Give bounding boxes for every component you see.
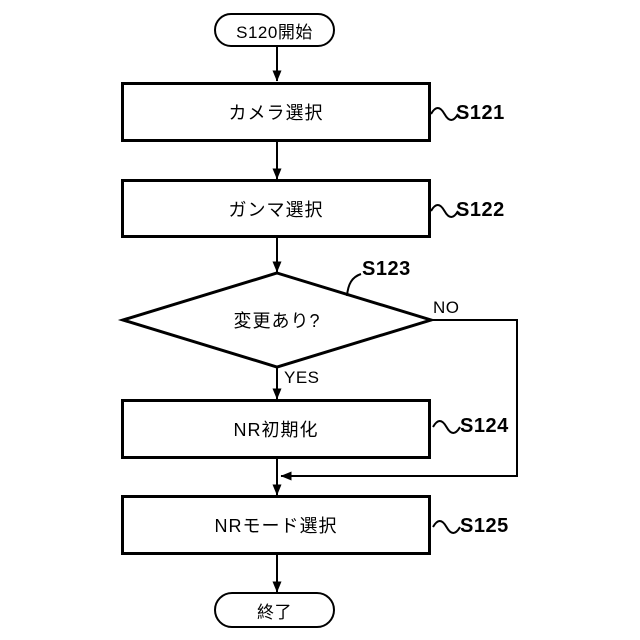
step-label-s121: S121 xyxy=(456,102,505,124)
leader-squiggle-s125 xyxy=(432,520,461,534)
step-label-s123: S123 xyxy=(362,258,411,280)
process-s121-label: カメラ選択 xyxy=(228,103,324,123)
process-s124: NR初期化 xyxy=(121,399,431,459)
decision-s123: 変更あり? xyxy=(123,274,431,366)
process-s122: ガンマ選択 xyxy=(121,179,431,238)
branch-label-no: NO xyxy=(433,298,460,317)
start-node-label: S120開始 xyxy=(236,22,313,42)
step-label-s125: S125 xyxy=(460,515,509,537)
branch-label-yes: YES xyxy=(284,368,320,387)
leader-curve-s123 xyxy=(346,273,362,297)
process-s125-label: NRモード選択 xyxy=(214,516,338,536)
step-label-s124: S124 xyxy=(460,415,509,437)
end-node-label: 終了 xyxy=(257,602,292,622)
end-node: 終了 xyxy=(214,592,335,628)
decision-diamond-shape xyxy=(117,271,437,369)
process-s121: カメラ選択 xyxy=(121,82,431,142)
leader-squiggle-s122 xyxy=(430,204,459,218)
leader-squiggle-s121 xyxy=(430,107,459,121)
decision-s123-label: 変更あり? xyxy=(233,311,321,331)
arrow-no-branch xyxy=(280,319,518,481)
process-s122-label: ガンマ選択 xyxy=(228,199,324,220)
leader-squiggle-s124 xyxy=(432,420,461,434)
process-s124-label: NR初期化 xyxy=(233,420,319,440)
process-s125: NRモード選択 xyxy=(121,495,431,555)
start-node: S120開始 xyxy=(214,13,335,47)
step-label-s122: S122 xyxy=(456,199,505,221)
